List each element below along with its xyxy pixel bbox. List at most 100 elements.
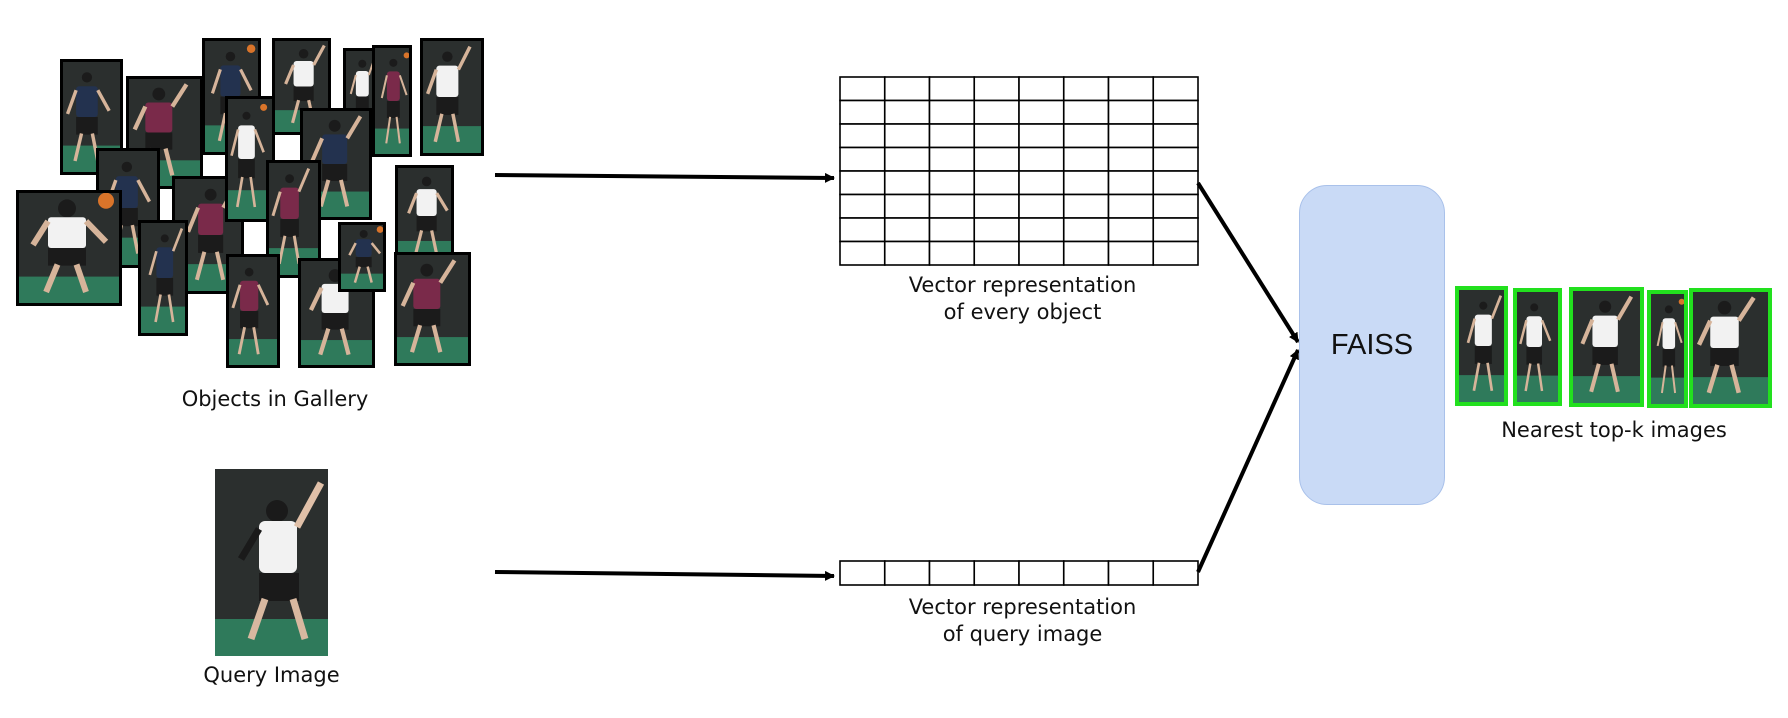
matrix-caption-line1: Vector representation xyxy=(908,273,1137,297)
matrix-cell xyxy=(883,193,931,219)
matrix-cell xyxy=(1062,146,1110,172)
matrix-cell xyxy=(839,76,886,102)
matrix-cell xyxy=(1152,170,1199,196)
matrix-cell xyxy=(1062,193,1110,219)
matrix-cell xyxy=(1152,123,1199,149)
result-thumbnail xyxy=(1513,288,1562,406)
matrix-cell xyxy=(883,217,931,243)
matrix-cell xyxy=(973,146,1020,172)
matrix-cell xyxy=(928,76,976,102)
result-thumbnail xyxy=(1647,290,1688,408)
matrix-cell xyxy=(883,76,931,102)
gallery-object-thumbnail xyxy=(16,190,122,306)
query-player-photo xyxy=(215,469,328,656)
query-vector-cell xyxy=(928,560,976,586)
matrix-cell xyxy=(928,146,976,172)
query-image xyxy=(215,469,328,656)
matrix-cell xyxy=(839,170,886,196)
gallery-object-thumbnail xyxy=(138,220,188,336)
matrix-cell xyxy=(1107,217,1155,243)
query-caption: Query Image xyxy=(203,663,340,687)
matrix-cell xyxy=(973,99,1020,125)
matrix-cell xyxy=(1018,217,1065,243)
matrix-cell xyxy=(973,123,1020,149)
matrix-cell xyxy=(1107,146,1155,172)
gallery-object-thumbnail xyxy=(372,45,412,157)
result-thumbnail xyxy=(1455,286,1508,406)
matrix-cell xyxy=(1062,123,1110,149)
matrix-cell xyxy=(839,146,886,172)
matrix-cell xyxy=(928,217,976,243)
matrix-cell xyxy=(928,123,976,149)
matrix-cell xyxy=(1152,76,1199,102)
matrix-cell xyxy=(928,240,976,266)
matrix-cell xyxy=(1107,76,1155,102)
matrix-cell xyxy=(839,240,886,266)
matrix-cell xyxy=(1107,123,1155,149)
query-to-vector-arrow xyxy=(494,570,835,581)
matrix-cell xyxy=(1062,76,1110,102)
matrix-cell xyxy=(973,240,1020,266)
matrix-cell xyxy=(839,99,886,125)
query-vector-to-faiss-arrow xyxy=(1196,349,1300,573)
query-vector-cell xyxy=(1152,560,1199,586)
matrix-to-faiss-arrow xyxy=(1196,181,1300,344)
gallery-object-thumbnail xyxy=(394,252,471,366)
matrix-cell xyxy=(1018,99,1065,125)
matrix-cell xyxy=(1107,170,1155,196)
matrix-caption-line2: of every object xyxy=(943,300,1102,324)
matrix-cell xyxy=(1107,193,1155,219)
matrix-cell xyxy=(1062,217,1110,243)
query-vector-cell xyxy=(1062,560,1110,586)
matrix-cell xyxy=(1062,170,1110,196)
matrix-cell xyxy=(973,193,1020,219)
matrix-cell xyxy=(883,99,931,125)
matrix-cell xyxy=(1062,240,1110,266)
gallery-object-thumbnail xyxy=(226,254,280,368)
matrix-cell xyxy=(973,170,1020,196)
matrix-cell xyxy=(1152,99,1199,125)
matrix-cell xyxy=(1018,76,1065,102)
matrix-cell xyxy=(839,193,886,219)
matrix-cell xyxy=(1107,240,1155,266)
matrix-cell xyxy=(1152,146,1199,172)
result-thumbnail xyxy=(1689,288,1772,408)
matrix-cell xyxy=(839,123,886,149)
matrix-cell xyxy=(1018,123,1065,149)
gallery-object-thumbnail xyxy=(225,96,275,222)
gallery-object-thumbnail xyxy=(420,38,484,156)
query-vector-cell xyxy=(883,560,931,586)
matrix-cell xyxy=(928,99,976,125)
faiss-label: FAISS xyxy=(1330,328,1414,361)
matrix-cell xyxy=(883,123,931,149)
matrix-cell xyxy=(928,170,976,196)
matrix-cell xyxy=(928,193,976,219)
matrix-cell xyxy=(973,76,1020,102)
matrix-cell xyxy=(883,240,931,266)
matrix-cell xyxy=(1152,217,1199,243)
query-vector-row xyxy=(839,560,1199,586)
results-caption: Nearest top-k images xyxy=(1501,418,1727,442)
query-vector-cell xyxy=(1018,560,1065,586)
faiss-index: FAISS xyxy=(1299,185,1445,505)
matrix-cell xyxy=(1152,193,1199,219)
result-thumbnail xyxy=(1569,287,1644,407)
vector-store-matrix xyxy=(839,76,1199,266)
query-vector-cell xyxy=(839,560,886,586)
gallery-caption: Objects in Gallery xyxy=(181,387,369,411)
matrix-cell xyxy=(1062,99,1110,125)
matrix-cell xyxy=(1152,240,1199,266)
matrix-cell xyxy=(883,170,931,196)
matrix-cell xyxy=(1018,240,1065,266)
query-vector-caption-line2: of query image xyxy=(942,622,1103,646)
matrix-cell xyxy=(839,217,886,243)
matrix-cell xyxy=(1018,193,1065,219)
gallery-object-thumbnail xyxy=(298,258,375,368)
matrix-cell xyxy=(1018,170,1065,196)
query-vector-cell xyxy=(1107,560,1155,586)
matrix-cell xyxy=(1018,146,1065,172)
matrix-cell xyxy=(1107,99,1155,125)
query-vector-caption-line1: Vector representation xyxy=(908,595,1137,619)
query-vector-cell xyxy=(973,560,1020,586)
